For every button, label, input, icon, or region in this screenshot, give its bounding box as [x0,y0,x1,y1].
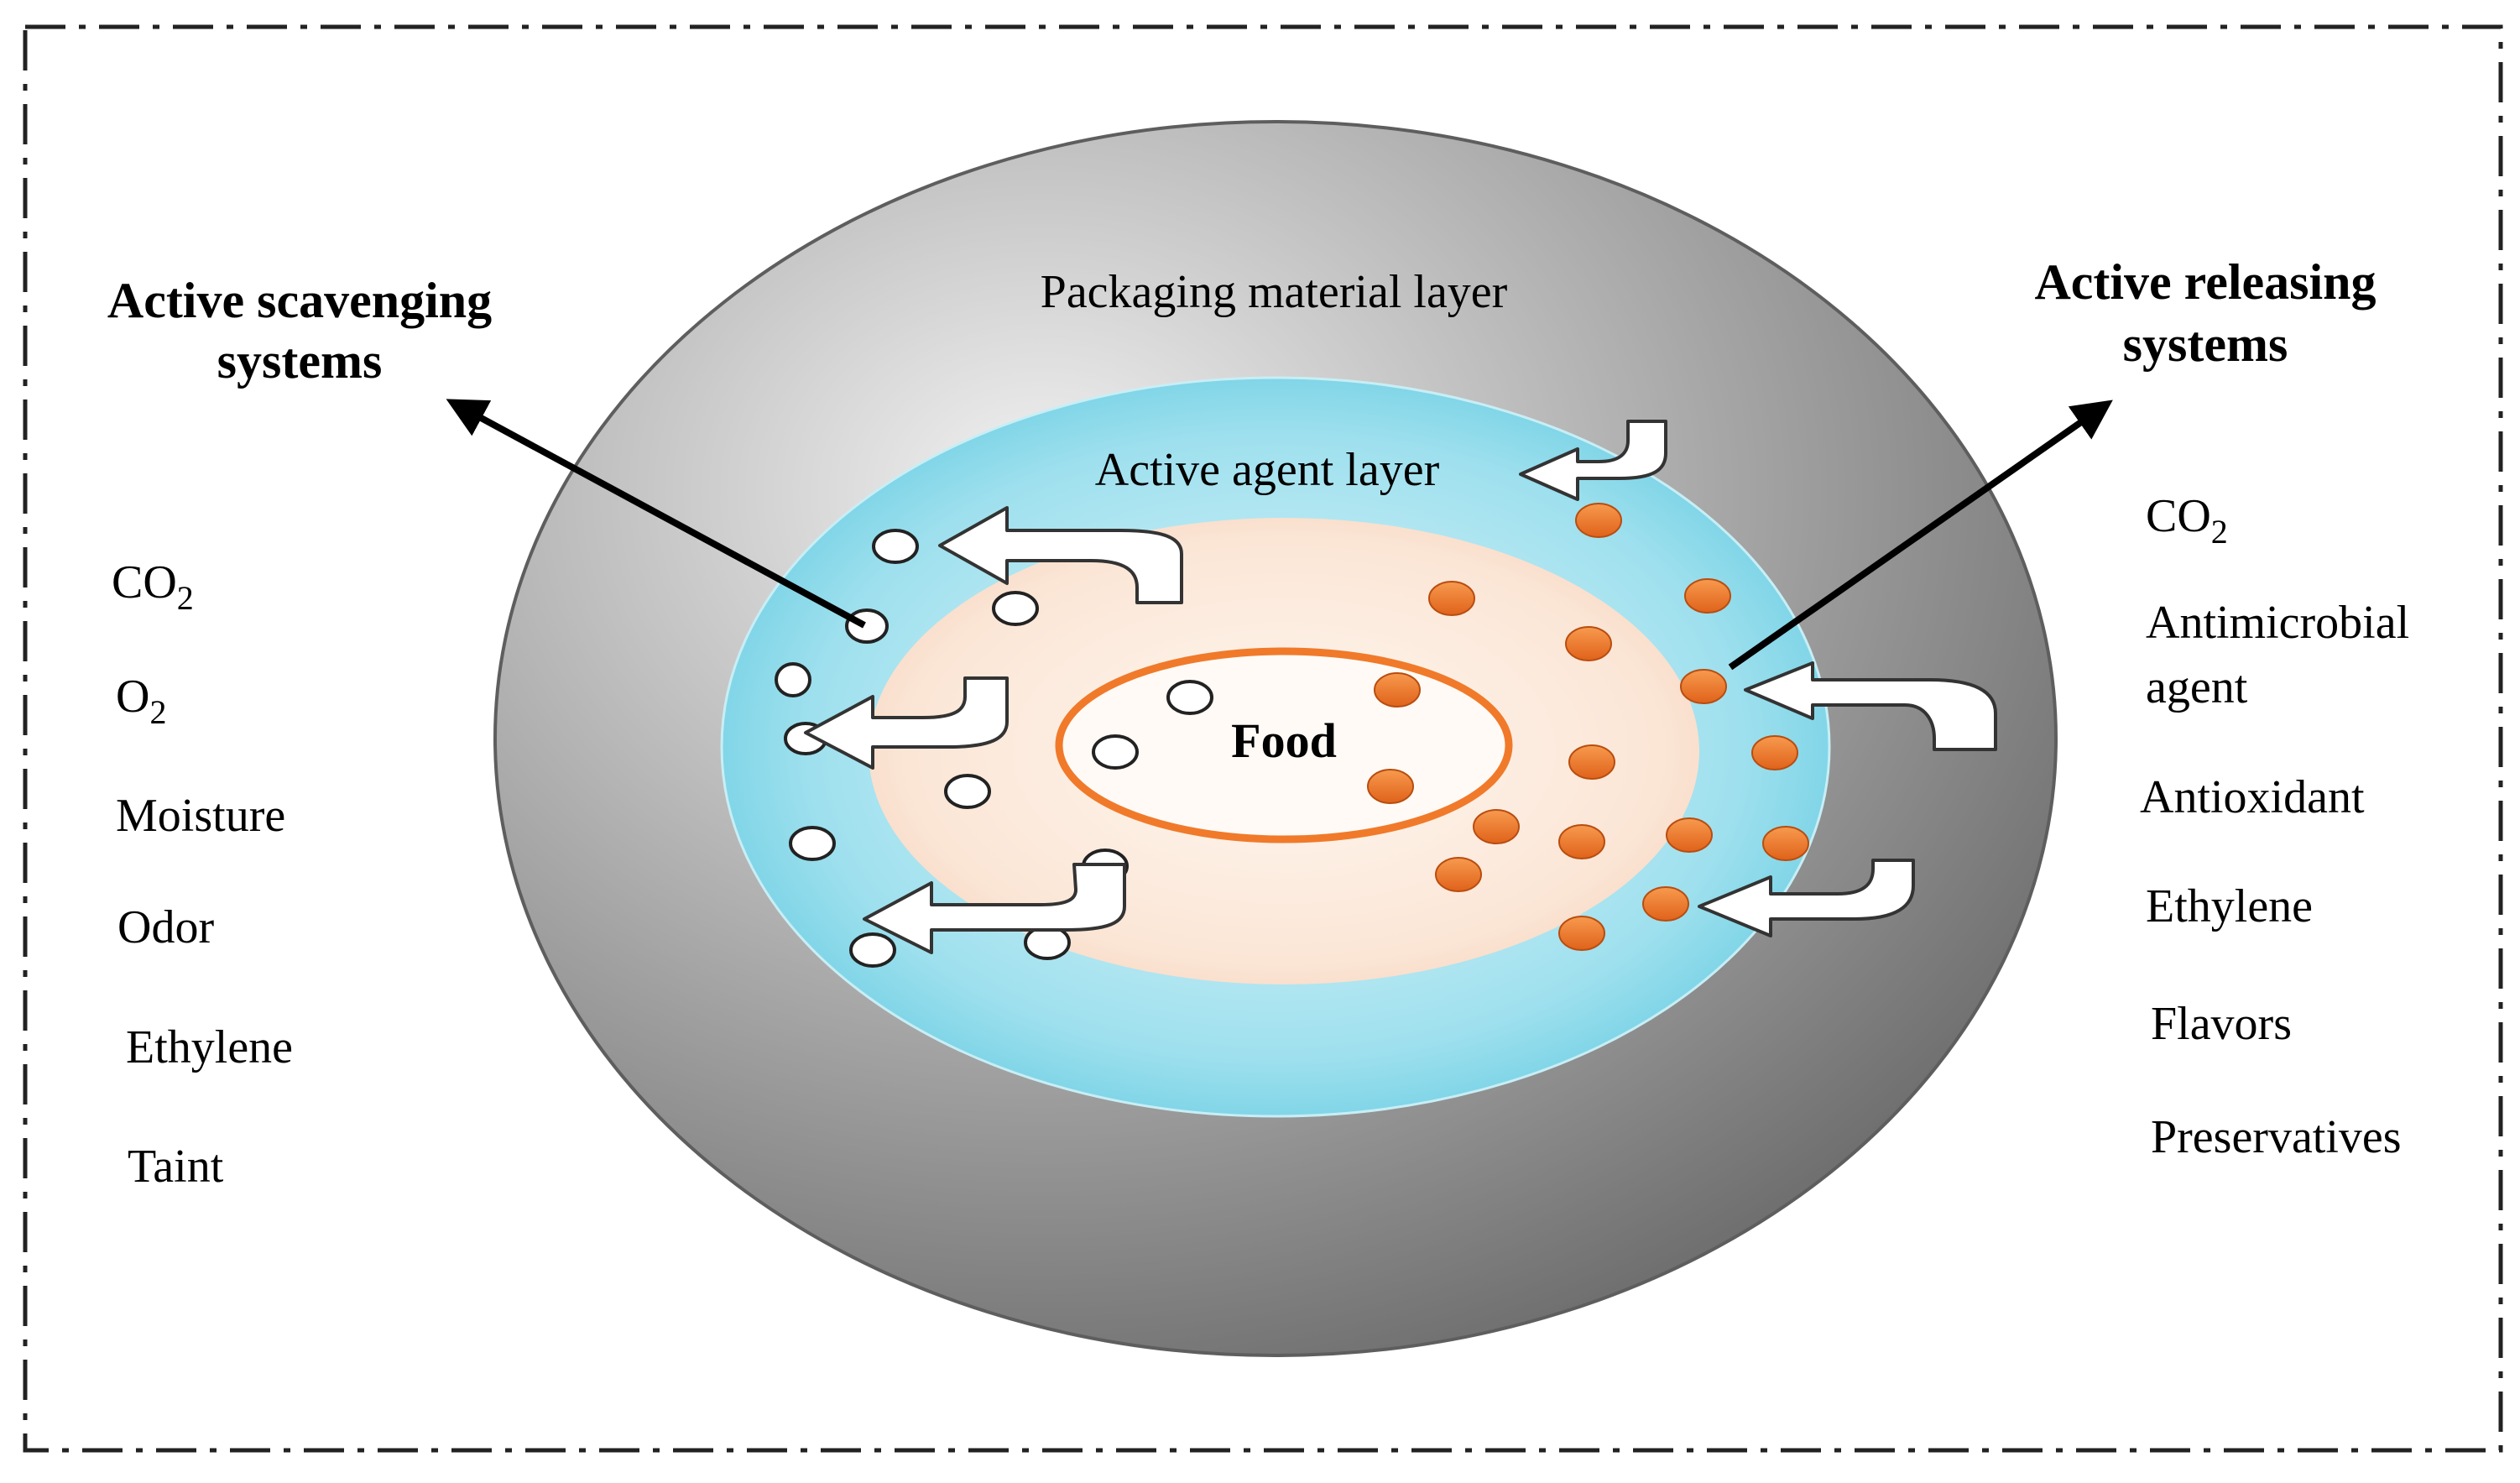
scavenging-item: Moisture [116,790,285,842]
releasing-item: CO2 [2146,490,2228,551]
release-particle [1568,744,1615,780]
scavenging-item: Ethylene [126,1021,293,1073]
scavenged-particle [845,608,889,644]
scavenged-particle [944,774,991,809]
scavenging-item: Odor [117,901,214,953]
releasing-item: Antioxidant [2140,771,2365,823]
releasing-item-cont: agent [2146,661,2248,713]
release-particle [1751,735,1798,770]
packaging-layer-label: Packaging material layer [1041,266,1508,318]
scavenging-item: CO2 [112,556,194,617]
curved-arrow-icon [1519,420,1667,501]
releasing-leader-arrow [1728,399,2113,671]
releasing-item: Ethylene [2146,880,2313,932]
release-particle [1367,769,1414,804]
scavenging-item: O2 [116,671,166,731]
curved-arrow-icon [863,863,1126,954]
scavenged-particle [1166,680,1213,715]
active-agent-layer-label: Active agent layer [1095,444,1440,496]
scavenging-heading-line2: systems [217,333,383,389]
curved-arrow-icon [1744,661,1997,751]
food-label: Food [1231,713,1337,768]
curved-arrow-icon [804,676,1009,770]
release-particle [1680,669,1727,704]
release-particle [1666,817,1713,853]
release-particle [1428,581,1475,616]
release-particle [1762,826,1809,861]
releasing-list: CO2 Antimicrobial agent Antioxidant Ethy… [2140,490,2409,1163]
releasing-flow-arrows [1519,420,1997,937]
scavenging-item: Taint [128,1141,224,1193]
releasing-heading-line2: systems [2123,316,2288,372]
scavenging-flow-arrows [804,506,1183,954]
release-particle [1558,916,1605,951]
release-particle [1435,857,1482,892]
scavenged-particle [872,529,919,564]
release-particle [1374,672,1421,708]
scavenged-particles [775,529,1213,968]
release-particle [1473,809,1520,844]
releasing-heading-line1: Active releasing [2034,254,2376,310]
scavenging-heading-line1: Active scavenging [107,273,492,328]
release-particle [1642,886,1689,922]
releasing-item: Antimicrobial [2146,597,2409,649]
release-particle [1575,503,1622,538]
release-particle [1558,824,1605,859]
releasing-item: Flavors [2151,998,2292,1050]
release-particle [1684,578,1731,614]
scavenged-particle [1092,734,1139,770]
scavenging-list: CO2 O2 Moisture Odor Ethylene Taint [112,556,293,1193]
curved-arrow-icon [1698,859,1915,937]
curved-arrow-icon [938,506,1183,604]
release-particles [1367,503,1809,951]
releasing-item: Preservatives [2151,1111,2402,1163]
scavenged-particle [992,591,1039,626]
scavenged-particle [775,662,811,697]
scavenging-leader-arrow [446,399,866,629]
release-particle [1565,626,1612,661]
diagram-frame [23,24,2503,1453]
scavenged-particle [789,826,836,861]
scavenged-particle [849,932,896,968]
